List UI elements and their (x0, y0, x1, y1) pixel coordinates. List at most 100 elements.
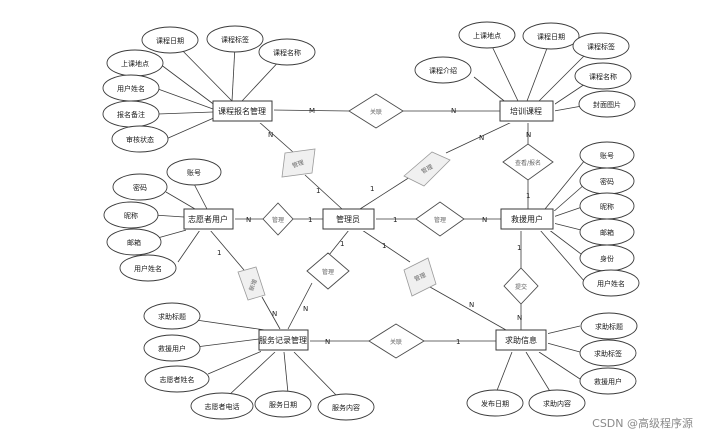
edge-attr (165, 116, 217, 140)
attribute-course-intro: 课程介绍 (414, 56, 472, 84)
svg-text:课程日期: 课程日期 (537, 32, 565, 41)
attribute-password: 密码 (579, 167, 635, 195)
edge-attr (551, 183, 586, 214)
entity-label: 救援用户 (511, 214, 543, 224)
relationship-admin-course[interactable]: 管理 (403, 151, 451, 187)
edge-signup-rel1 (271, 109, 350, 112)
relationship-volunteer-record[interactable]: 新增 (237, 266, 266, 301)
attribute-rescue-user: 救援用户 (579, 367, 637, 395)
relationship-signup-course[interactable]: 关联 (348, 93, 404, 129)
edge-attr (157, 111, 214, 115)
svg-text:课程名称: 课程名称 (589, 72, 617, 81)
svg-text:身份: 身份 (600, 254, 614, 263)
entity-course-signup[interactable]: 课程报名管理 (212, 100, 274, 123)
edge-attr (473, 76, 509, 105)
attribute-email: 邮箱 (106, 228, 162, 256)
entity-service-record[interactable]: 服务记录管理 (258, 329, 310, 352)
relationship-admin-record[interactable]: 管理 (306, 252, 350, 290)
svg-text:上课地点: 上课地点 (121, 59, 149, 68)
attribute-publish-date: 发布日期 (466, 389, 524, 417)
edge-attr (538, 351, 581, 380)
relationship-volunteer-admin[interactable]: 管理 (262, 202, 294, 236)
svg-text:密码: 密码 (133, 183, 147, 192)
cardinality-label: N (325, 338, 330, 346)
edge-attr (293, 351, 338, 397)
attribute-course-name: 课程名称 (574, 62, 632, 90)
svg-text:用户姓名: 用户姓名 (117, 84, 145, 93)
attribute-class-location: 上课地点 (106, 49, 164, 77)
edge-attr (159, 63, 217, 107)
svg-text:课程日期: 课程日期 (156, 36, 184, 45)
edge-attr (544, 159, 586, 210)
cardinalities: M N N 1 1 N N 1 N 1 1 N 1 N 1 N 1 N 1 N … (217, 107, 531, 346)
svg-text:志愿者电话: 志愿者电话 (205, 402, 240, 411)
attribute-help-title: 求助标题 (143, 302, 201, 330)
entity-volunteer-user[interactable]: 志愿者用户 (183, 208, 235, 231)
relationship-record-info[interactable]: 关联 (368, 323, 425, 359)
entity-training-course[interactable]: 培训课程 (499, 100, 555, 123)
svg-text:发布日期: 发布日期 (481, 399, 509, 408)
edge-admin-rel9 (361, 229, 411, 263)
edge-attr (195, 319, 266, 331)
edge-attr (525, 351, 552, 394)
attribute-course-tag: 课程标签 (206, 25, 264, 53)
svg-text:账号: 账号 (600, 151, 614, 160)
attribute-cover-image: 封面图片 (578, 90, 636, 118)
svg-text:课程标签: 课程标签 (221, 35, 249, 44)
svg-text:邮箱: 邮箱 (127, 238, 141, 247)
relationship-aid-info[interactable]: 提交 (503, 267, 539, 305)
svg-text:用户姓名: 用户姓名 (597, 279, 625, 288)
edge-attr (539, 229, 586, 283)
attribute-nickname: 昵称 (103, 201, 159, 229)
attribute-user-name: 用户姓名 (119, 254, 177, 282)
cardinality-label: N (268, 131, 273, 139)
edge-admin-rel3 (359, 176, 411, 210)
entity-admin[interactable]: 管理员 (322, 208, 376, 231)
relationship-label: 新增 (247, 278, 259, 292)
cardinality-label: 1 (393, 216, 397, 224)
relationship-label: 关联 (390, 338, 402, 346)
svg-text:审核状态: 审核状态 (126, 135, 154, 144)
svg-text:求助标题: 求助标题 (595, 322, 623, 331)
relationship-signup-admin[interactable]: 管理 (281, 148, 316, 178)
svg-text:救援用户: 救援用户 (158, 344, 186, 353)
attribute-password: 密码 (112, 173, 168, 201)
svg-text:昵称: 昵称 (600, 202, 614, 211)
relationship-label: 管理 (291, 158, 305, 170)
entity-label: 志愿者用户 (188, 214, 228, 224)
svg-text:用户姓名: 用户姓名 (134, 264, 162, 273)
attribute-review-status: 审核状态 (111, 125, 169, 153)
relationship-label: 提交 (515, 283, 527, 291)
edge-attr (227, 351, 276, 397)
cardinality-label: N (303, 305, 308, 313)
cardinality-label: N (272, 310, 277, 318)
entity-label: 培训课程 (510, 106, 542, 116)
attribute-identity: 身份 (579, 244, 635, 272)
relationship-label: 管理 (272, 216, 284, 224)
cardinality-label: N (479, 134, 484, 142)
edge-rel3-course (445, 120, 515, 154)
edge-attr (165, 191, 196, 210)
relationship-label: 关联 (370, 108, 382, 116)
edge-attr (177, 229, 201, 263)
svg-text:求助内容: 求助内容 (543, 399, 571, 408)
edge-attr (552, 222, 586, 232)
svg-text:报名备注: 报名备注 (117, 110, 145, 119)
relationships: 关联 管理 管理 查看/报名 管理 管理 新增 管理 (237, 93, 554, 359)
attribute-user-name: 用户姓名 (102, 74, 160, 102)
cardinality-label: 1 (517, 244, 521, 252)
entity-aid-user[interactable]: 救援用户 (500, 208, 555, 231)
svg-text:求助标题: 求助标题 (158, 312, 186, 321)
entity-aid-info[interactable]: 求助信息 (495, 329, 548, 352)
cardinality-label: 1 (217, 249, 221, 257)
svg-text:封面图片: 封面图片 (593, 100, 621, 109)
attribute-course-date: 课程日期 (141, 26, 199, 54)
svg-text:课程标签: 课程标签 (587, 42, 615, 51)
attribute-volunteer-phone: 志愿者电话 (190, 392, 254, 420)
relationship-course-aid[interactable]: 查看/报名 (502, 143, 554, 181)
relationship-admin-aid[interactable]: 管理 (415, 201, 465, 237)
relationship-admin-info[interactable]: 管理 (403, 257, 437, 297)
edge-rel8-record (287, 282, 313, 330)
cardinality-label: 1 (526, 192, 530, 200)
